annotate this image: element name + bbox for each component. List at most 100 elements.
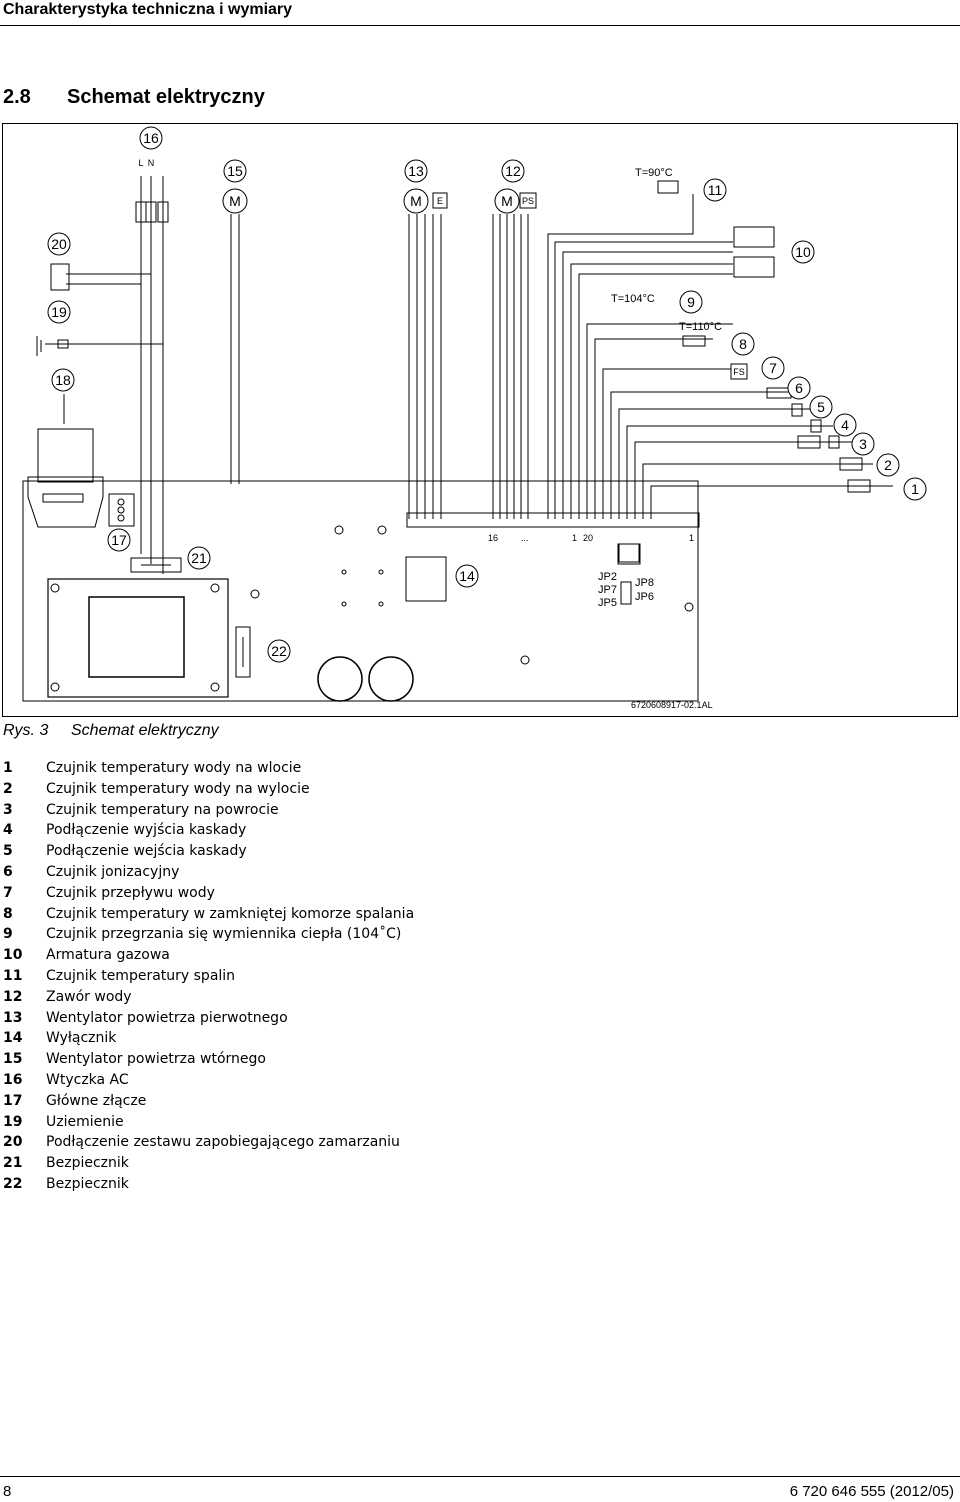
legend-number: 15 — [3, 1051, 23, 1068]
legend-item: 16 Wtyczka AC — [3, 1070, 563, 1091]
legend-number: 4 — [3, 822, 13, 839]
section-number: 2.8 — [3, 86, 31, 108]
legend-number: 2 — [3, 780, 13, 797]
legend-text: Czujnik jonizacyjny — [46, 863, 180, 880]
main-connector — [108, 493, 135, 527]
mount-hole — [684, 602, 694, 612]
legend-text: Wentylator powietrza pierwotnego — [46, 1009, 288, 1026]
legend-text: Czujnik temperatury wody na wlocie — [46, 760, 302, 776]
callout-circle-8 — [731, 332, 755, 356]
legend-number: 14 — [3, 1030, 23, 1047]
callout-circle-7 — [761, 356, 785, 380]
motor-12 — [494, 188, 520, 214]
capacitor — [317, 656, 363, 702]
capacitor — [368, 656, 414, 702]
callout-circle-19 — [47, 300, 71, 324]
cascade-out — [828, 435, 840, 449]
legend-number: 7 — [3, 884, 13, 901]
conn-1b-label: 1 — [689, 533, 694, 543]
conn-1-label: 1 — [572, 533, 577, 543]
callout-number-15: 15 — [227, 163, 243, 179]
n-label: N — [148, 158, 155, 168]
sensor-wires — [547, 194, 893, 519]
mount-hole — [520, 655, 530, 665]
callout-circle-1 — [903, 477, 927, 501]
legend-number: 11 — [3, 967, 23, 984]
section-heading: 2.8 Schemat elektryczny — [3, 86, 265, 109]
exhaust-sensor — [657, 180, 679, 194]
callout-number-3: 3 — [859, 436, 867, 452]
callout-number-21: 21 — [191, 550, 207, 566]
callout-circle-4 — [833, 413, 857, 437]
callout-circle-15 — [223, 159, 247, 183]
fs-box — [730, 363, 748, 380]
callout-circle-6 — [787, 376, 811, 400]
jumper-block — [620, 581, 632, 605]
caption-label: Rys. 3 — [3, 722, 49, 739]
antifreeze-connector — [50, 263, 70, 291]
legend-number: 3 — [3, 801, 13, 818]
legend-number: 20 — [3, 1134, 23, 1151]
callout-circle-17 — [107, 528, 131, 552]
legend-text: Czujnik przepływu wody — [46, 884, 215, 901]
legend-number: 10 — [3, 947, 23, 964]
gas-valve-coil — [733, 226, 775, 248]
callout-number-22: 22 — [271, 643, 287, 659]
t104-label: T=104°C — [611, 293, 655, 305]
motor-13-label: M — [410, 193, 422, 209]
mount-hole — [210, 583, 220, 593]
conn-dots-label: ... — [521, 533, 529, 543]
callout-circle-3 — [851, 432, 875, 456]
section-title: Schemat elektryczny — [67, 86, 265, 108]
legend-text: Główne złącze — [46, 1092, 147, 1109]
legend-text: Czujnik temperatury w zamkniętej komorze… — [46, 905, 415, 922]
legend-number: 17 — [3, 1092, 23, 1109]
figure-code: 6720608917-02.1AL — [631, 700, 713, 710]
transformer — [47, 578, 229, 698]
jp6-label: JP6 — [635, 591, 654, 603]
flow-sensor — [766, 387, 792, 399]
callout-circle-13 — [404, 159, 428, 183]
cascade-in — [810, 419, 822, 433]
mount-hole — [50, 682, 60, 692]
legend-number: 13 — [3, 1009, 23, 1026]
legend-text: Wtyczka AC — [46, 1071, 129, 1088]
mount-hole — [377, 525, 387, 535]
callout-number-12: 12 — [505, 163, 521, 179]
switch-body — [405, 556, 447, 602]
outlet-sensor — [839, 457, 863, 471]
callout-circle-10 — [791, 240, 815, 264]
callout-number-16: 16 — [143, 130, 159, 146]
legend-number: 22 — [3, 1175, 23, 1192]
legend-number: 16 — [3, 1071, 23, 1088]
e-box — [432, 192, 448, 209]
transformer-core — [88, 596, 185, 678]
legend-text: Czujnik temperatury na powrocie — [46, 801, 279, 818]
header-title: Charakterystyka techniczna i wymiary — [3, 1, 293, 18]
l-label: L — [138, 158, 143, 168]
callout-circle-21 — [187, 546, 211, 570]
callout-number-18: 18 — [55, 372, 71, 388]
legend-text: Podłączenie wejścia kaskady — [46, 843, 247, 860]
jp2-label: JP2 — [598, 571, 617, 583]
e-label: E — [437, 196, 443, 206]
callout-number-13: 13 — [408, 163, 424, 179]
callout-circle-14 — [455, 564, 479, 588]
motor-12-label: M — [501, 193, 513, 209]
ps-box — [519, 192, 537, 209]
callout-circle-5 — [809, 395, 833, 419]
page-number: 8 — [3, 1483, 12, 1500]
legend-item: 7 Czujnik przepływu wody — [3, 883, 563, 904]
